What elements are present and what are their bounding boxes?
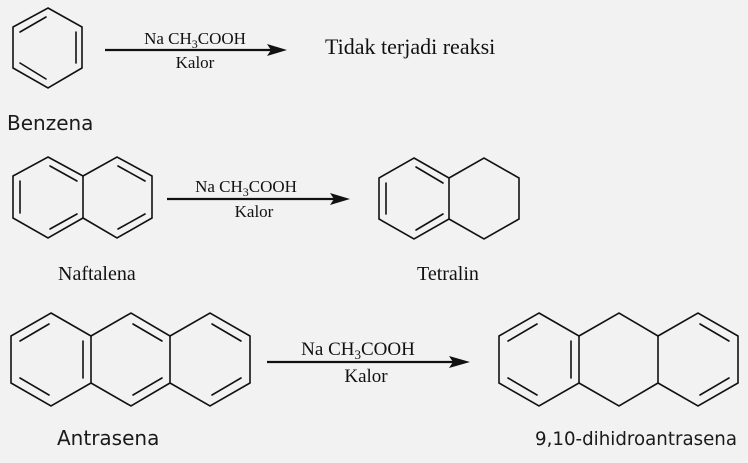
product-label-dihydroanthracene: 9,10-dihidroantrasena	[535, 428, 737, 450]
condition-label-1: Kalor	[176, 53, 215, 72]
reactant-label-anthracene: Antrasena	[57, 426, 159, 450]
reaction-arrow-1	[105, 44, 287, 56]
product-label-tetralin: Tetralin	[417, 263, 479, 285]
tetralin-structure	[378, 157, 520, 240]
reaction-arrow-3	[267, 356, 470, 368]
condition-label-2: Kalor	[235, 202, 274, 221]
reagent-label-1: Na CH3COOH	[144, 29, 246, 51]
reagent-label-3: Na CH3COOH	[301, 339, 415, 362]
dihydroanthracene-structure	[498, 312, 739, 407]
product-label-no-reaction: Tidak terjadi reaksi	[325, 34, 495, 59]
reactant-label-naphthalene: Naftalena	[58, 263, 136, 285]
reactant-label-benzene: Benzena	[7, 111, 93, 135]
naphthalene-structure	[12, 156, 153, 239]
benzene-structure	[12, 7, 83, 89]
anthracene-structure	[10, 312, 251, 407]
reaction-arrow-2	[167, 193, 350, 205]
reagent-label-2: Na CH3COOH	[195, 177, 297, 199]
condition-label-3: Kalor	[344, 366, 388, 387]
